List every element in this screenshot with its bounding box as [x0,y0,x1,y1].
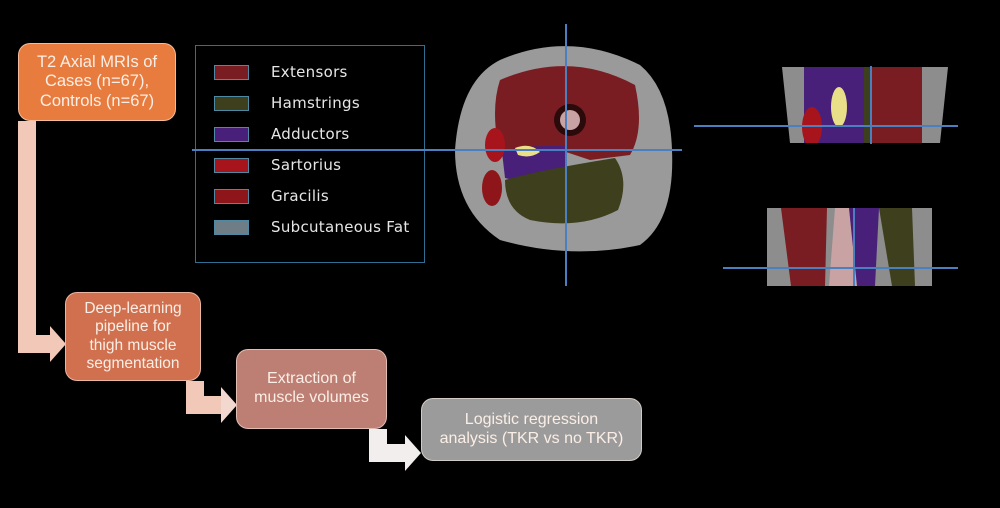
axial-sartorius [485,128,505,162]
legend-swatch [214,188,249,204]
sagittal-mri-image [767,208,932,286]
legend-swatch [214,95,249,111]
connector-3-horizontal [369,444,411,462]
coronal-crosshair-horizontal [694,125,958,127]
connector-2-arrowhead [221,387,237,423]
axial-crosshair-vertical [565,24,567,286]
step-extraction-label: Extraction of muscle volumes [254,370,369,406]
sagittal-crosshair-vertical [853,208,855,286]
step-mri-input: T2 Axial MRIs of Cases (n=67), Controls … [18,43,176,121]
legend-swatch [214,157,249,173]
connector-1-vertical [18,121,36,353]
step-logistic-regression: Logistic regression analysis (TKR vs no … [421,398,642,461]
legend-swatch [214,126,249,142]
connector-3-arrowhead [405,435,421,471]
legend-label: Gracilis [271,187,329,205]
legend-swatch [214,219,249,235]
axial-mri-image [455,46,673,252]
axial-hamstrings [505,158,624,224]
axial-crosshair-horizontal [192,149,682,151]
legend-label: Sartorius [271,156,342,174]
legend-item-hamstrings: Hamstrings [214,92,360,114]
step-extraction: Extraction of muscle volumes [236,349,387,429]
step-deep-learning-label: Deep-learning pipeline for thigh muscle … [84,299,182,372]
legend-item-adductors: Adductors [214,123,350,145]
legend-item-subcutaneous-fat: Subcutaneous Fat [214,216,410,238]
axial-femur-marrow [560,110,580,130]
step-deep-learning: Deep-learning pipeline for thigh muscle … [65,292,201,381]
legend-label: Subcutaneous Fat [271,218,410,236]
coronal-crosshair-vertical [870,66,872,144]
legend-label: Adductors [271,125,350,143]
legend-item-gracilis: Gracilis [214,185,329,207]
step-mri-input-label: T2 Axial MRIs of Cases (n=67), Controls … [36,52,158,110]
legend-swatch [214,64,249,80]
connector-1-horizontal [18,335,56,353]
legend-item-sartorius: Sartorius [214,154,341,176]
axial-gracilis [482,170,502,206]
coronal-mri-image [782,67,948,143]
connector-1-arrowhead [50,326,66,362]
legend-item-extensors: Extensors [214,61,348,83]
legend-label: Hamstrings [271,94,360,112]
axial-nerve [515,145,540,157]
connector-2-horizontal [186,396,226,414]
step-logistic-regression-label: Logistic regression analysis (TKR vs no … [439,410,624,447]
legend-label: Extensors [271,63,348,81]
sagittal-crosshair-horizontal [723,267,958,269]
